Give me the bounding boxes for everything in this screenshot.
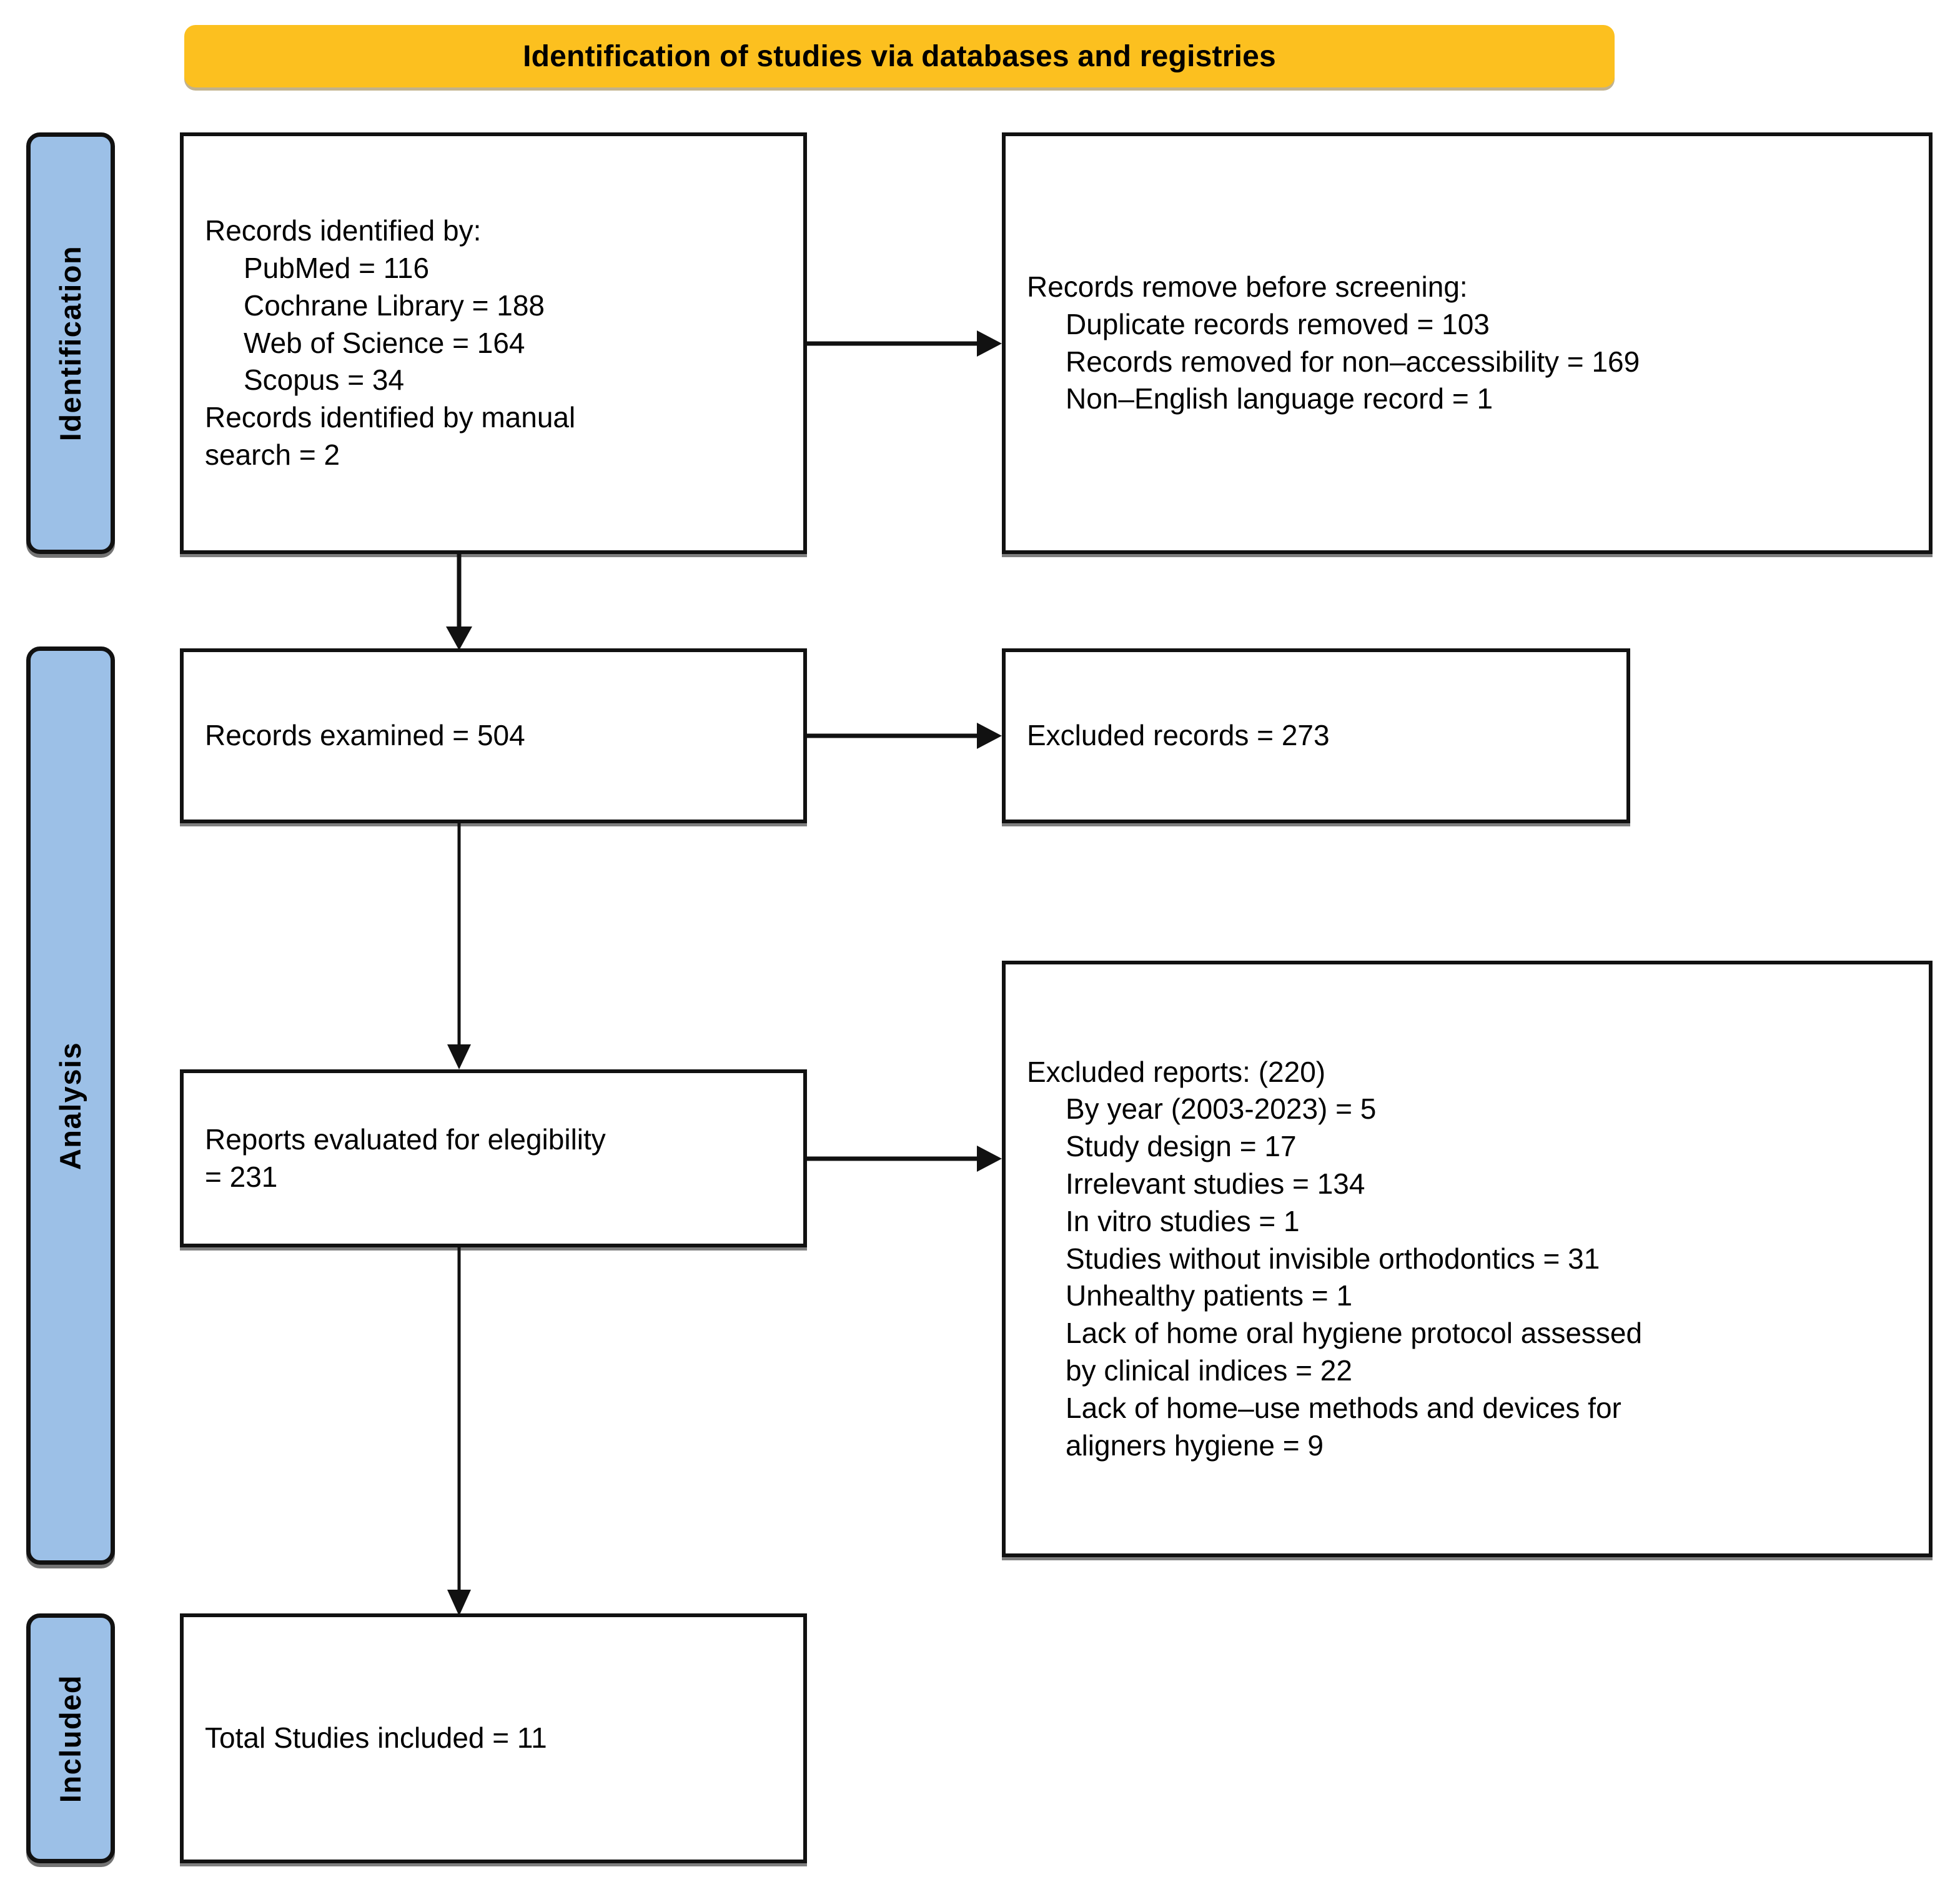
excluded-reports-by-year: By year (2003-2023) = 5: [1066, 1092, 1377, 1126]
box-records-examined: Records examined = 504: [180, 648, 807, 823]
records-identified-source-cochrane: Cochrane Library = 188: [244, 289, 545, 322]
stage-label-included: Included: [26, 1613, 115, 1863]
arrow-examined-to-eligibility: [440, 822, 478, 1072]
excluded-reports-study-design: Study design = 17: [1066, 1130, 1297, 1163]
arrow-eligibility-to-excluded-reports: [807, 1143, 1007, 1174]
records-identified-source-wos: Web of Science = 164: [244, 326, 525, 359]
arrow-identified-to-removed: [807, 328, 1007, 359]
arrow-eligibility-to-total: [440, 1246, 478, 1618]
records-identified-source-scopus: Scopus = 34: [244, 364, 405, 397]
excluded-reports-irrelevant: Irrelevant studies = 134: [1066, 1167, 1365, 1200]
records-removed-duplicates: Duplicate records removed = 103: [1066, 307, 1490, 340]
stage-label-analysis-text: Analysis: [54, 1041, 87, 1170]
arrow-examined-to-excluded-records: [807, 720, 1007, 751]
excluded-reports-no-hygiene-protocol: Lack of home oral hygiene protocol asses…: [1066, 1317, 1643, 1387]
records-identified-source-pubmed: PubMed = 116: [244, 252, 430, 284]
records-examined-text: Records examined = 504: [205, 719, 525, 752]
arrow-identified-to-examined: [440, 553, 478, 653]
stage-label-identification-text: Identification: [54, 245, 87, 442]
box-excluded-reports: Excluded reports: (220) By year (2003-20…: [1002, 961, 1933, 1557]
excluded-reports-heading: Excluded reports: (220): [1027, 1055, 1326, 1088]
stage-label-identification: Identification: [26, 132, 115, 554]
records-identified-manual-search: Records identified by manual search = 2: [205, 401, 576, 471]
total-studies-included-text: Total Studies included = 11: [205, 1721, 547, 1755]
excluded-reports-unhealthy-patients: Unhealthy patients = 1: [1066, 1279, 1353, 1312]
records-removed-non-english: Non–English language record = 1: [1066, 382, 1493, 415]
box-records-removed-before-screening: Records remove before screening: Duplica…: [1002, 132, 1933, 554]
records-removed-non-accessibility: Records removed for non–accessibility = …: [1066, 345, 1640, 378]
reports-eligibility-text: Reports evaluated for elegibility = 231: [205, 1122, 606, 1193]
banner-title: Identification of studies via databases …: [523, 39, 1276, 73]
records-removed-heading: Records remove before screening:: [1027, 270, 1468, 303]
excluded-records-text: Excluded records = 273: [1027, 719, 1330, 752]
box-excluded-records: Excluded records = 273: [1002, 648, 1630, 823]
box-total-studies-included: Total Studies included = 11: [180, 1613, 807, 1863]
stage-label-included-text: Included: [54, 1674, 87, 1803]
excluded-reports-in-vitro: In vitro studies = 1: [1066, 1204, 1300, 1237]
records-identified-heading: Records identified by:: [205, 214, 482, 247]
banner-identification-header: Identification of studies via databases …: [184, 25, 1615, 87]
stage-label-analysis: Analysis: [26, 646, 115, 1565]
excluded-reports-no-home-use-methods: Lack of home–use methods and devices for…: [1066, 1391, 1621, 1462]
box-records-identified: Records identified by: PubMed = 116 Coch…: [180, 132, 807, 554]
excluded-reports-no-invisible-orthodontics: Studies without invisible orthodontics =…: [1066, 1242, 1600, 1275]
box-reports-evaluated-for-eligibility: Reports evaluated for elegibility = 231: [180, 1069, 807, 1247]
